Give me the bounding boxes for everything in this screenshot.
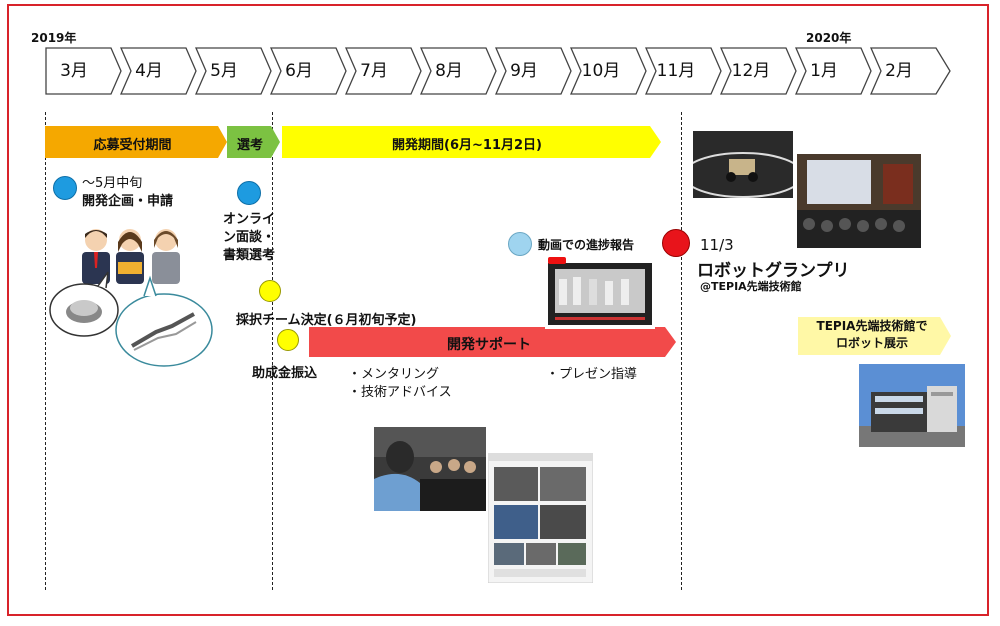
robot-arm-bubble-icon xyxy=(115,275,213,367)
month-label-8: 8月 xyxy=(435,61,463,81)
grandprix-title: ロボットグランプリ xyxy=(697,261,850,281)
grandprix-venue: @TEPIA先端技術館 xyxy=(700,280,802,293)
phase-bars xyxy=(45,126,951,357)
month-arrow-4 xyxy=(120,47,197,95)
divider-march xyxy=(45,112,46,590)
online-meeting-screenshot xyxy=(488,453,593,583)
exhibit-box xyxy=(798,317,951,355)
divider-november xyxy=(681,112,682,590)
grant-transfer-label: 助成金振込 xyxy=(252,366,318,381)
development-support-label: 開発サポート xyxy=(447,337,531,353)
application-period-label: 応募受付期間 xyxy=(93,138,172,153)
month-label-12: 12月 xyxy=(731,61,771,81)
month-arrow-2 xyxy=(870,47,951,95)
support-bar xyxy=(309,327,676,357)
tepia-building-photo xyxy=(859,364,965,447)
application-plan-label: 開発企画・申請 xyxy=(82,194,174,209)
robot-bubble-icon xyxy=(49,271,119,337)
selection-bar xyxy=(227,126,280,158)
month-label-9: 9月 xyxy=(510,61,538,81)
month-label-10: 10月 xyxy=(581,61,621,81)
month-arrow-6 xyxy=(270,47,347,95)
exhibit-label: TEPIA先端技術館で ロボット展示 xyxy=(798,318,946,352)
video-report-label: 動画での進捗報告 xyxy=(538,238,635,252)
month-arrow-1 xyxy=(795,47,872,95)
application-bar xyxy=(45,126,227,158)
interview-dot xyxy=(237,181,261,205)
month-arrow-7 xyxy=(345,47,422,95)
grandprix-event-photo xyxy=(797,154,921,248)
interview-line-1: オンライ xyxy=(223,212,276,227)
development-bar xyxy=(282,126,661,158)
month-label-5: 5月 xyxy=(210,61,238,81)
month-arrow-9 xyxy=(495,47,572,95)
support-advice: ・技術アドバイス xyxy=(348,385,452,400)
support-presentation: ・プレゼン指導 xyxy=(546,367,638,382)
application-dot xyxy=(53,176,77,200)
interview-line-3: 書類選考 xyxy=(223,248,276,263)
exhibit-line-2: ロボット展示 xyxy=(835,336,908,350)
support-mentoring: ・メンタリング xyxy=(348,367,440,382)
divider-june xyxy=(272,112,273,590)
robot-bubbles xyxy=(49,271,213,367)
month-label-11: 11月 xyxy=(656,61,696,81)
mentoring-meeting-photo xyxy=(374,427,486,511)
youtube-icon xyxy=(548,257,566,264)
month-label-7: 7月 xyxy=(360,61,388,81)
students-icon xyxy=(82,229,180,284)
year-2019: 2019年 xyxy=(31,31,77,45)
team-decision-label: 採択チーム決定(６月初旬予定) xyxy=(236,313,417,328)
development-period-label: 開発期間(6月~11月2日) xyxy=(392,138,542,153)
month-label-2: 2月 xyxy=(885,61,913,81)
team-decision-dot xyxy=(259,280,281,302)
grandprix-date: 11/3 xyxy=(700,236,734,254)
exhibit-line-1: TEPIA先端技術館で xyxy=(816,319,928,333)
month-label-3: 3月 xyxy=(60,61,88,81)
diagram-frame xyxy=(7,4,989,616)
month-arrow-12 xyxy=(720,47,797,95)
month-arrow-3 xyxy=(45,47,122,95)
interview-line-2: ン面談・ xyxy=(223,230,276,245)
month-label-6: 6月 xyxy=(285,61,313,81)
robot-car-photo xyxy=(693,131,793,198)
month-arrow-5 xyxy=(195,47,272,95)
interview-label: オンライ ン面談・ 書類選考 xyxy=(223,211,275,265)
month-arrow-11 xyxy=(645,47,722,95)
grandprix-dot xyxy=(662,229,690,257)
selection-label: 選考 xyxy=(236,138,263,153)
year-2020: 2020年 xyxy=(806,31,852,45)
video-report-dot xyxy=(508,232,532,256)
month-timeline: 3月 4月 5月 6月 7月 8月 9月 10月 11月 12月 1月 2月 xyxy=(0,0,1000,100)
month-arrow-8 xyxy=(420,47,497,95)
month-arrows xyxy=(45,47,951,95)
application-deadline: ～5月中旬 xyxy=(82,176,143,191)
month-label-4: 4月 xyxy=(135,61,163,81)
grant-dot xyxy=(277,329,299,351)
month-label-1: 1月 xyxy=(810,61,838,81)
youtube-video-thumbnail xyxy=(545,257,655,329)
month-arrow-10 xyxy=(570,47,647,95)
